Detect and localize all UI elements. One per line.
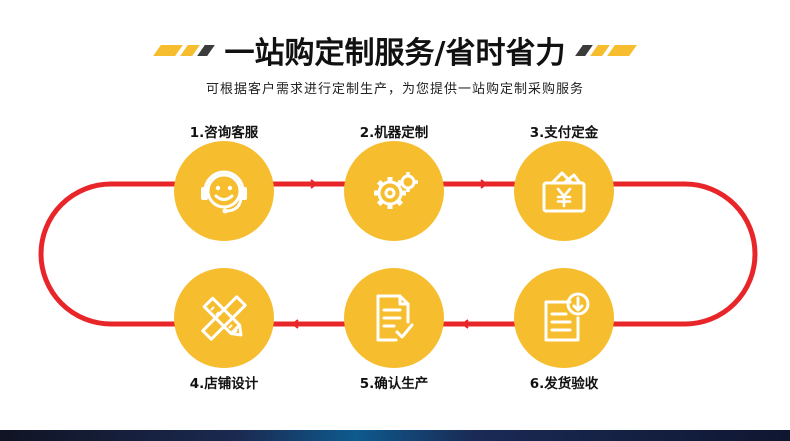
arrow-2-3 bbox=[480, 179, 488, 189]
document-check-icon bbox=[376, 294, 414, 342]
bottom-banner-strip bbox=[0, 430, 790, 441]
step-label-4: 4.店铺设计 bbox=[189, 376, 259, 392]
step-2-circle bbox=[344, 141, 444, 241]
page-subtitle: 可根据客户需求进行定制生产，为您提供一站购定制采购服务 bbox=[205, 82, 584, 97]
pencil-ruler-icon bbox=[201, 295, 247, 341]
step-4-circle bbox=[174, 268, 274, 368]
step-label-5: 5.确认生产 bbox=[359, 376, 429, 392]
customer-service-icon bbox=[201, 170, 247, 214]
step-label-3: 3.支付定金 bbox=[529, 125, 599, 141]
page-title: 一站购定制服务/省时省力 bbox=[224, 36, 566, 71]
arrow-5-4 bbox=[291, 319, 299, 329]
step-label-1: 1.咨询客服 bbox=[189, 125, 259, 141]
gears-icon bbox=[374, 172, 418, 209]
arrow-1-2 bbox=[310, 179, 318, 189]
step-5-circle bbox=[344, 268, 444, 368]
arrow-6-5 bbox=[461, 319, 469, 329]
step-label-2: 2.机器定制 bbox=[359, 125, 429, 141]
step-3-circle bbox=[514, 141, 614, 241]
header: 一站购定制服务/省时省力 bbox=[0, 30, 790, 71]
document-download-icon bbox=[544, 292, 590, 342]
step-6-circle bbox=[514, 268, 614, 368]
wallet-yen-icon bbox=[542, 171, 586, 213]
step-1-circle bbox=[174, 141, 274, 241]
step-label-6: 6.发货验收 bbox=[529, 376, 599, 392]
